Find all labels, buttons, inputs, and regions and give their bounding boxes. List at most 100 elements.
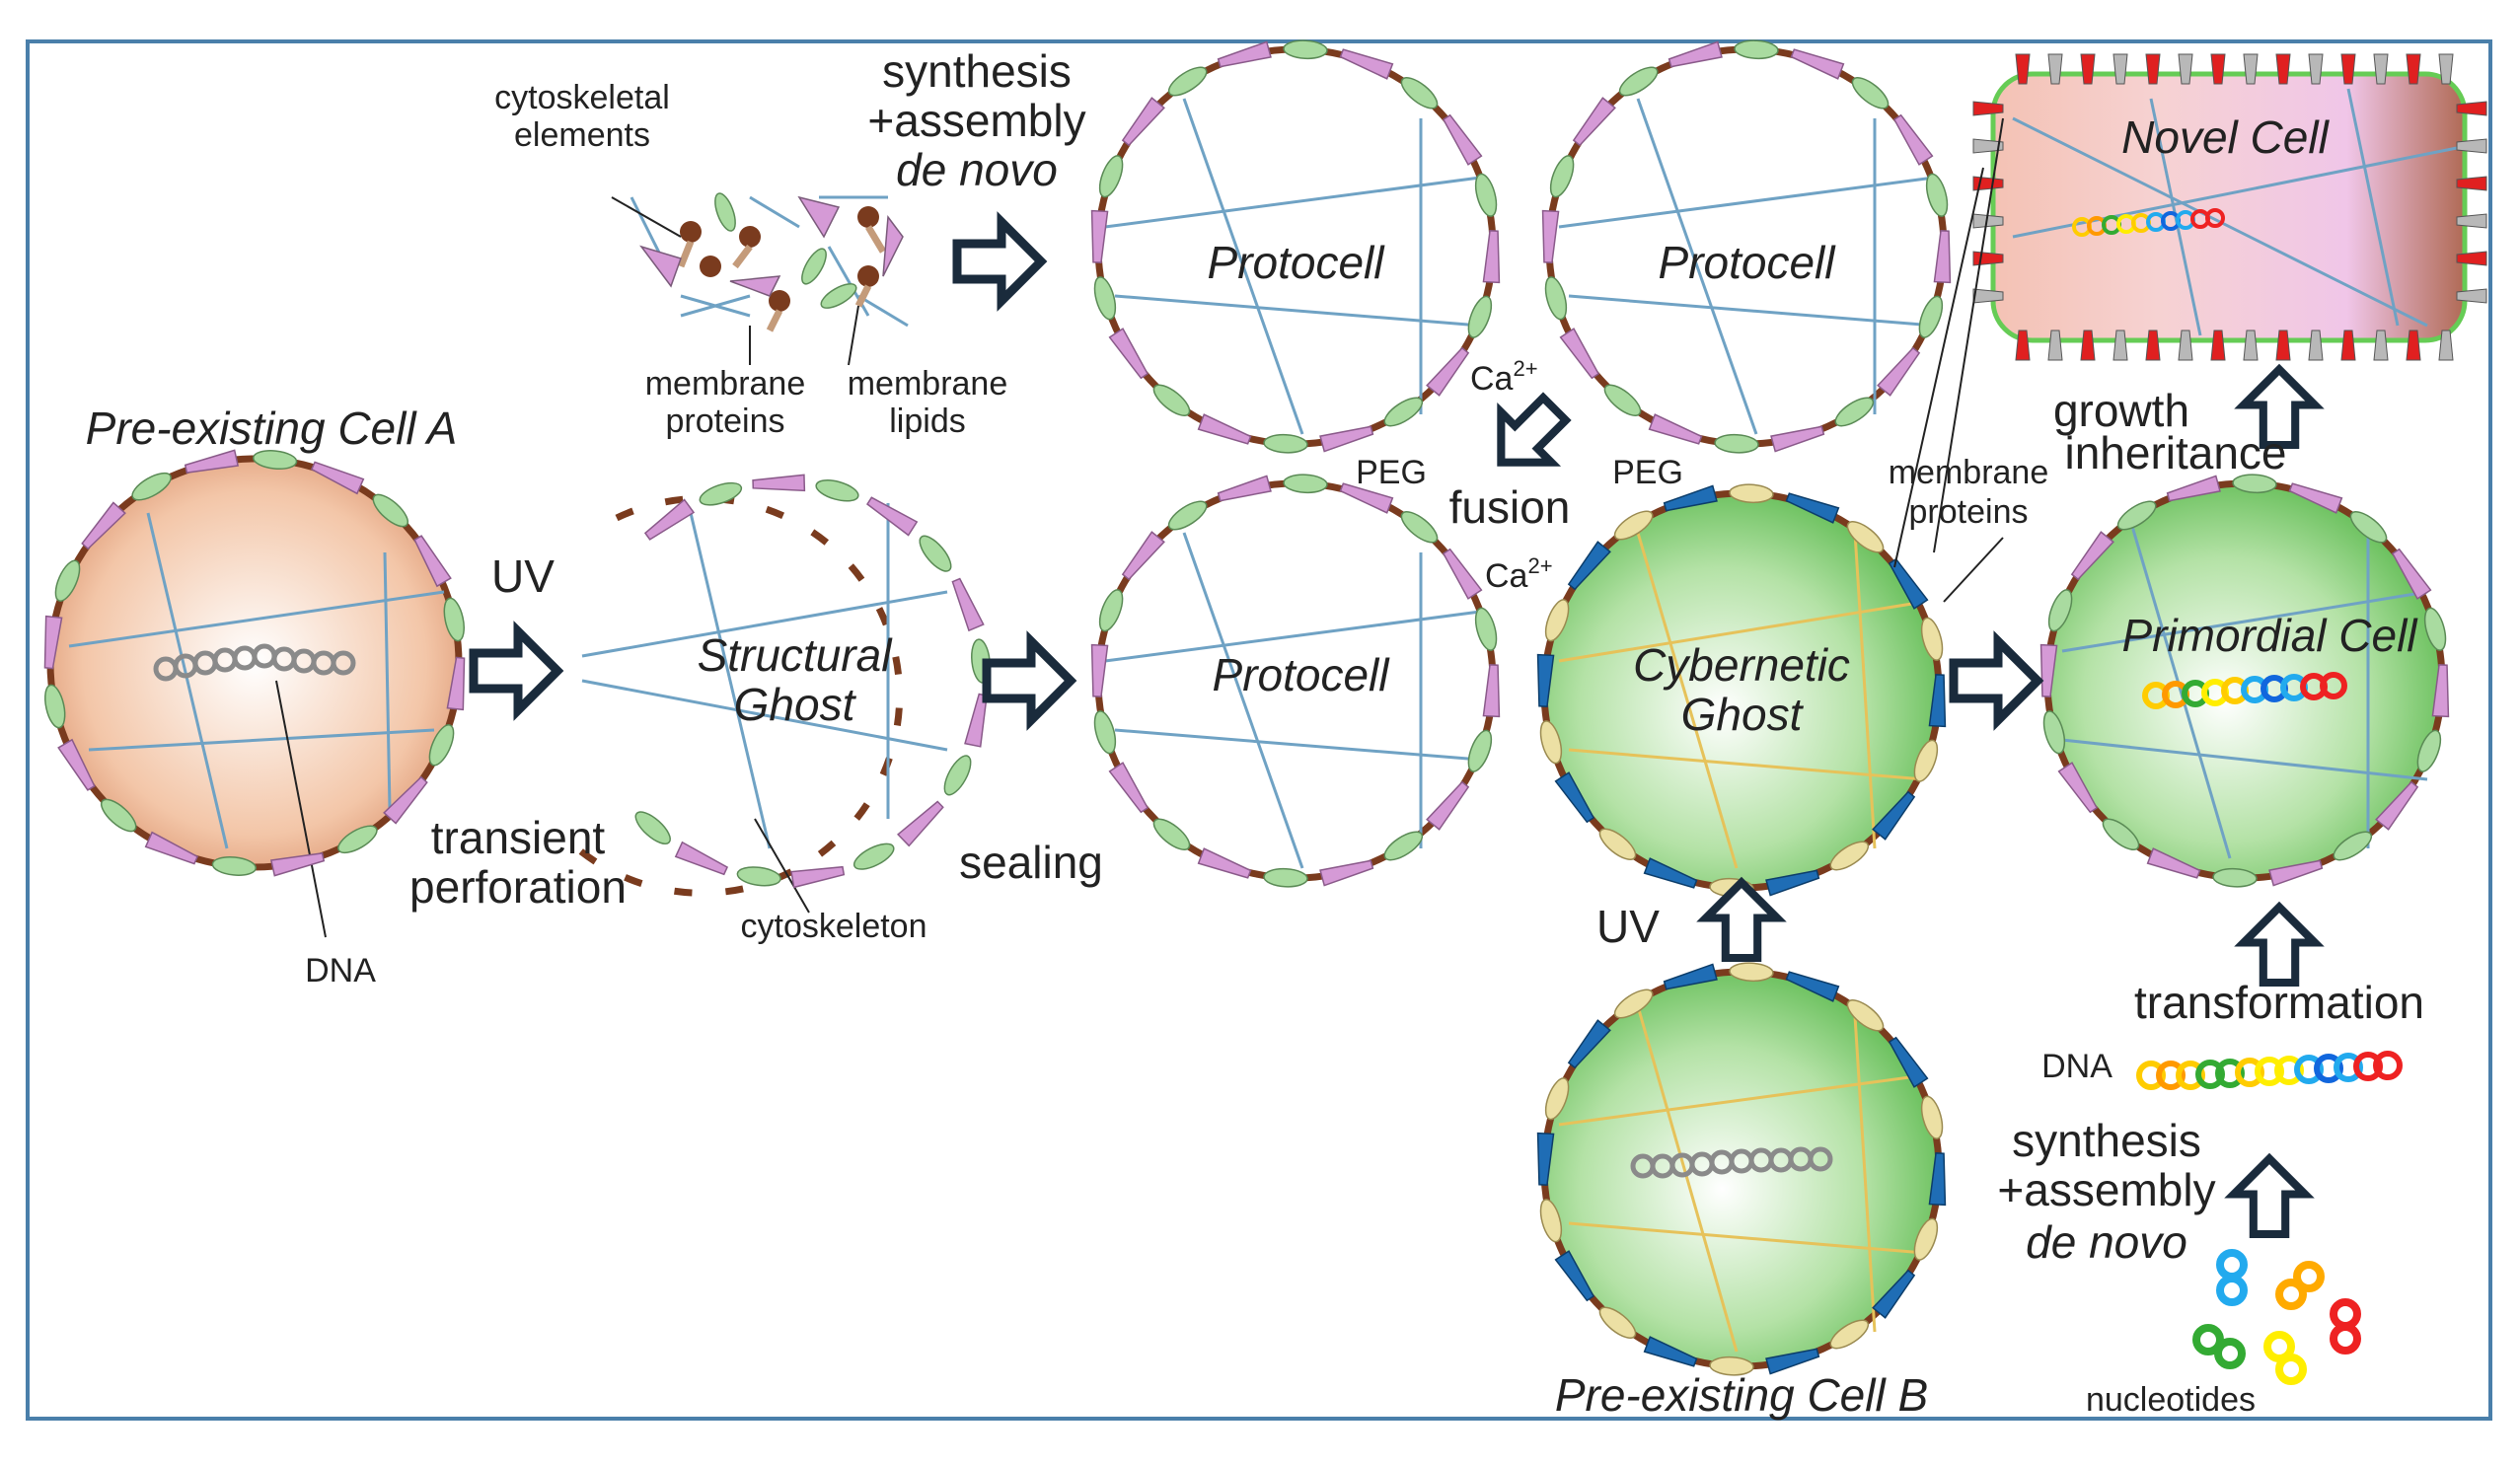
membrane-protein-wedge	[2047, 53, 2063, 85]
dna-ring-chain	[153, 643, 356, 682]
membrane-protein-oval	[1846, 521, 1885, 553]
label-growth-inheritance-1: growth	[2053, 385, 2189, 436]
dna-ring-chain-right	[2136, 1051, 2403, 1090]
membrane-protein-oval	[1283, 474, 1328, 494]
arrow-synthesis-right	[952, 211, 1048, 312]
label-membrane-proteins-left-1: membrane	[645, 365, 806, 403]
label-synthesis-bottom-1: synthesis	[2012, 1115, 2201, 1166]
membrane-protein-wedge	[1668, 40, 1723, 68]
label-synthesis-bottom-3: de novo	[2026, 1216, 2187, 1268]
label-peg-right: PEG	[1612, 454, 1683, 491]
membrane-protein-wedge	[1663, 484, 1718, 512]
label-dna-right: DNA	[2041, 1048, 2112, 1085]
membrane-protein-wedge	[1972, 213, 2004, 229]
membrane-protein-oval	[1093, 276, 1117, 321]
label-transformation: transformation	[2134, 977, 2424, 1028]
membrane-protein-oval	[1383, 831, 1424, 861]
membrane-protein-oval	[2042, 710, 2066, 755]
membrane-protein-wedge	[2080, 330, 2096, 361]
membrane-protein-wedge	[2275, 53, 2291, 85]
label-membrane-lipids-1: membrane	[848, 365, 1008, 403]
membrane-protein-oval	[428, 724, 455, 767]
membrane-protein-wedge	[1928, 674, 1947, 728]
membrane-protein-wedge	[2057, 762, 2099, 814]
membrane-protein-oval	[2102, 818, 2140, 850]
membrane-protein-wedge	[2178, 53, 2193, 85]
membrane-protein-wedge	[1217, 475, 1272, 502]
membrane-protein-oval	[2333, 831, 2373, 861]
membrane-protein-oval	[1167, 500, 1208, 531]
label-uv-left: UV	[491, 550, 555, 602]
membrane-protein-wedge	[2178, 330, 2193, 361]
membrane-protein-wedge	[643, 498, 696, 541]
arrow-synthesis-up	[2224, 1152, 2315, 1239]
label-synthesis-top-3: de novo	[896, 144, 1058, 195]
membrane-protein-wedge	[2406, 330, 2421, 361]
membrane-protein-layer	[43, 39, 2487, 1376]
membrane-protein-oval	[1618, 66, 1659, 97]
membrane-protein-oval	[2349, 511, 2388, 544]
membrane-protein-wedge	[1108, 328, 1149, 380]
membrane-protein-wedge	[790, 865, 846, 889]
membrane-protein-wedge	[1888, 1036, 1929, 1088]
label-transient-perforation-2: perforation	[409, 861, 627, 913]
membrane-protein-wedge	[2340, 330, 2356, 361]
membrane-protein-oval	[1152, 384, 1191, 416]
membrane-protein-oval	[1846, 999, 1885, 1032]
membrane-protein-oval	[1167, 66, 1208, 97]
arrow-uv-right	[469, 621, 564, 721]
label-cybernetic-ghost-2: Ghost	[1681, 689, 1805, 740]
membrane-protein-wedge	[2112, 330, 2128, 361]
arrow-layer	[469, 211, 2325, 1239]
label-synthesis-bottom-2: +assembly	[1997, 1164, 2215, 1215]
membrane-protein-wedge	[2015, 330, 2031, 361]
membrane-protein-wedge	[2288, 482, 2343, 514]
membrane-protein-wedge	[2112, 53, 2128, 85]
membrane-protein-oval	[1549, 155, 1575, 198]
label-transient-perforation-1: transient	[431, 812, 606, 863]
membrane-protein-wedge	[2340, 53, 2356, 85]
membrane-protein-wedge	[2373, 53, 2389, 85]
arrow-uv-up	[1696, 876, 1787, 963]
arrow-to-primordial	[1949, 630, 2044, 731]
membrane-protein-oval	[1729, 962, 1774, 983]
membrane-protein-wedge	[2373, 330, 2389, 361]
membrane-protein-wedge	[1877, 346, 1921, 397]
membrane-protein-wedge	[1643, 857, 1698, 889]
nucleotides-cluster	[2192, 1249, 2361, 1385]
membrane-protein-wedge	[1217, 40, 1272, 68]
membrane-protein-wedge	[81, 501, 126, 550]
label-cytoskeletal-elements-2: elements	[514, 116, 650, 154]
membrane-protein-oval	[1093, 710, 1117, 755]
membrane-protein-oval	[1467, 295, 1493, 338]
membrane-protein-wedge	[57, 738, 96, 791]
membrane-protein-wedge	[1567, 541, 1611, 591]
membrane-protein-oval	[1613, 989, 1654, 1019]
membrane-protein-oval	[1913, 1217, 1939, 1261]
membrane-protein-wedge	[1426, 346, 1470, 397]
membrane-protein-wedge	[2431, 664, 2450, 718]
label-cell-a: Pre-existing Cell A	[86, 403, 458, 454]
leader-line	[1933, 117, 2004, 553]
membrane-protein-wedge	[1872, 790, 1916, 841]
membrane-protein-wedge	[1572, 97, 1616, 147]
membrane-protein-wedge	[1482, 230, 1501, 284]
membrane-protein-wedge	[2047, 330, 2063, 361]
membrane-protein-oval	[1598, 828, 1637, 860]
structural-ghost	[574, 494, 948, 914]
membrane-protein-wedge	[752, 474, 806, 492]
membrane-protein-oval	[1098, 589, 1124, 632]
membrane-protein-oval	[1920, 617, 1944, 661]
label-growth-inheritance-2: inheritance	[2064, 427, 2286, 478]
arrow-transformation-up	[2234, 901, 2325, 988]
arrow-growth-up	[2234, 363, 2325, 450]
membrane-protein-wedge	[1765, 869, 1820, 897]
membrane-protein-wedge	[1426, 780, 1470, 831]
membrane-protein-wedge	[2268, 859, 2324, 887]
membrane-protein-oval	[943, 755, 972, 796]
membrane-protein-wedge	[1121, 531, 1165, 581]
membrane-protein-oval	[1098, 155, 1124, 198]
membrane-protein-oval	[1283, 39, 1328, 60]
membrane-protein-oval	[736, 866, 781, 887]
membrane-protein-wedge	[2456, 213, 2487, 229]
